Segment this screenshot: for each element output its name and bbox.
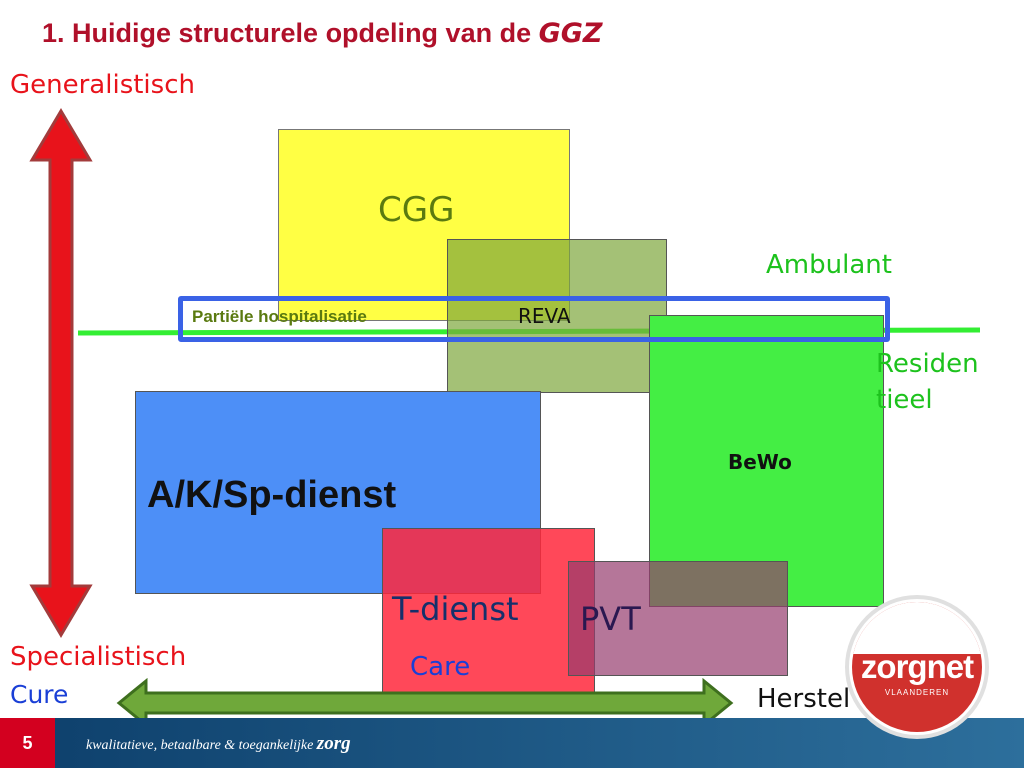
logo-top-band — [852, 602, 982, 654]
footer-tagline-brand: zorg — [316, 733, 351, 754]
slide-title-text: 1. Huidige structurele opdeling van de — [42, 18, 539, 48]
slide-title: 1. Huidige structurele opdeling van de G… — [42, 18, 603, 49]
care-label: Care — [410, 652, 471, 682]
label-herstel: Herstel — [757, 684, 851, 714]
pvt-box — [568, 561, 788, 676]
label-residentieel-line2: tieel — [876, 385, 933, 415]
label-specialistisch: Specialistisch — [10, 642, 187, 672]
bewo-box — [649, 315, 884, 607]
footer-bar — [0, 718, 1024, 768]
footer-tagline: kwalitatieve, betaalbare & toegankelijke… — [86, 733, 351, 755]
cgg-label: CGG — [378, 190, 455, 230]
label-generalistisch: Generalistisch — [10, 70, 195, 100]
partiele-hospitalisatie-band — [178, 296, 890, 342]
reva-box — [447, 239, 667, 393]
t-dienst-label: T-dienst — [392, 590, 519, 628]
partiele-hospitalisatie-label: Partiële hospitalisatie — [192, 307, 367, 326]
label-residentieel: Residen tieel — [876, 346, 979, 418]
logo-text: zorgnet — [860, 648, 974, 685]
logo-subtext: VLAANDEREN — [884, 688, 950, 697]
reva-label: REVA — [518, 304, 571, 328]
ak-sp-dienst-label: A/K/Sp-dienst — [147, 474, 397, 516]
horizontal-double-arrow — [116, 678, 734, 728]
footer-tagline-text: kwalitatieve, betaalbare & toegankelijke — [86, 738, 317, 753]
label-residentieel-line1: Residen — [876, 349, 979, 379]
page-number: 5 — [0, 718, 55, 768]
label-cure: Cure — [10, 680, 69, 709]
label-ambulant: Ambulant — [766, 250, 892, 280]
zorgnet-logo: zorgnet VLAANDEREN — [852, 602, 982, 732]
slide-title-ggz: GGZ — [538, 18, 603, 49]
bewo-label: BeWo — [728, 450, 792, 474]
pvt-label: PVT — [580, 600, 641, 638]
vertical-double-arrow — [29, 108, 93, 638]
